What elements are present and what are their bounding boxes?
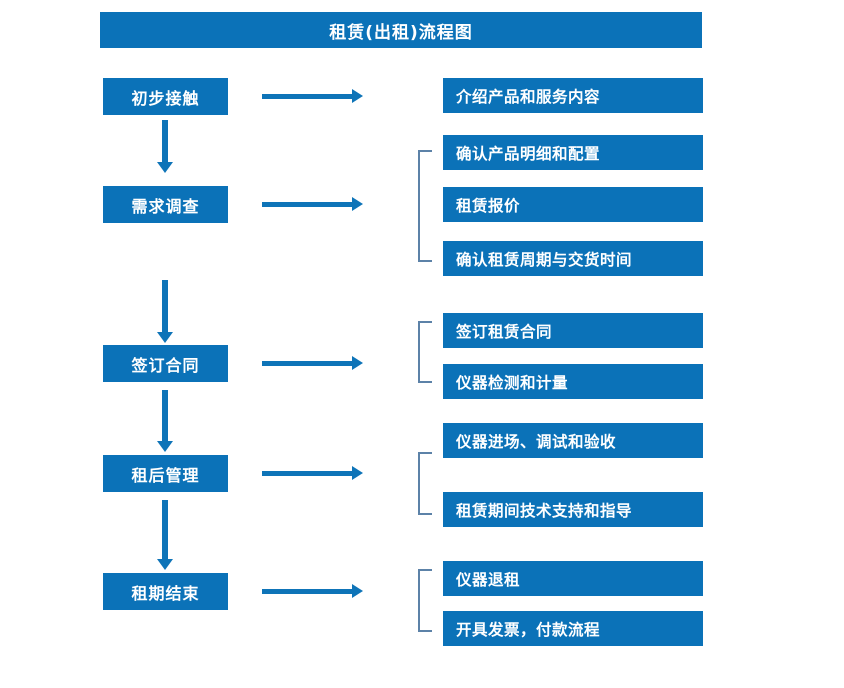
bracket-left-icon-3 [418, 321, 432, 383]
stage-box-2[interactable]: 需求调查 [103, 186, 228, 223]
bracket-left-icon-4 [418, 452, 432, 515]
detail-box-2-3[interactable]: 确认租赁周期与交货时间 [443, 241, 703, 276]
bracket-left-icon-2 [418, 150, 432, 262]
stage-box-1[interactable]: 初步接触 [103, 78, 228, 115]
arrow-right-icon-5 [262, 584, 363, 598]
arrow-down-icon-2 [157, 280, 173, 343]
diagram-title: 租赁(出租)流程图 [100, 12, 702, 48]
detail-box-4-2[interactable]: 租赁期间技术支持和指导 [443, 492, 703, 527]
bracket-left-icon-5 [418, 569, 432, 632]
detail-box-1-1[interactable]: 介绍产品和服务内容 [443, 78, 703, 113]
detail-box-5-2[interactable]: 开具发票，付款流程 [443, 611, 703, 646]
detail-box-5-1[interactable]: 仪器退租 [443, 561, 703, 596]
arrow-down-icon-1 [157, 120, 173, 173]
detail-box-2-1[interactable]: 确认产品明细和配置 [443, 135, 703, 170]
detail-box-4-1[interactable]: 仪器进场、调试和验收 [443, 423, 703, 458]
arrow-down-icon-4 [157, 500, 173, 570]
stage-box-3[interactable]: 签订合同 [103, 345, 228, 382]
detail-box-3-2[interactable]: 仪器检测和计量 [443, 364, 703, 399]
stage-box-5[interactable]: 租期结束 [103, 573, 228, 610]
arrow-right-icon-1 [262, 89, 363, 103]
arrow-down-icon-3 [157, 390, 173, 452]
arrow-right-icon-3 [262, 356, 363, 370]
arrow-right-icon-4 [262, 466, 363, 480]
detail-box-3-1[interactable]: 签订租赁合同 [443, 313, 703, 348]
stage-box-4[interactable]: 租后管理 [103, 455, 228, 492]
detail-box-2-2[interactable]: 租赁报价 [443, 187, 703, 222]
arrow-right-icon-2 [262, 197, 363, 211]
